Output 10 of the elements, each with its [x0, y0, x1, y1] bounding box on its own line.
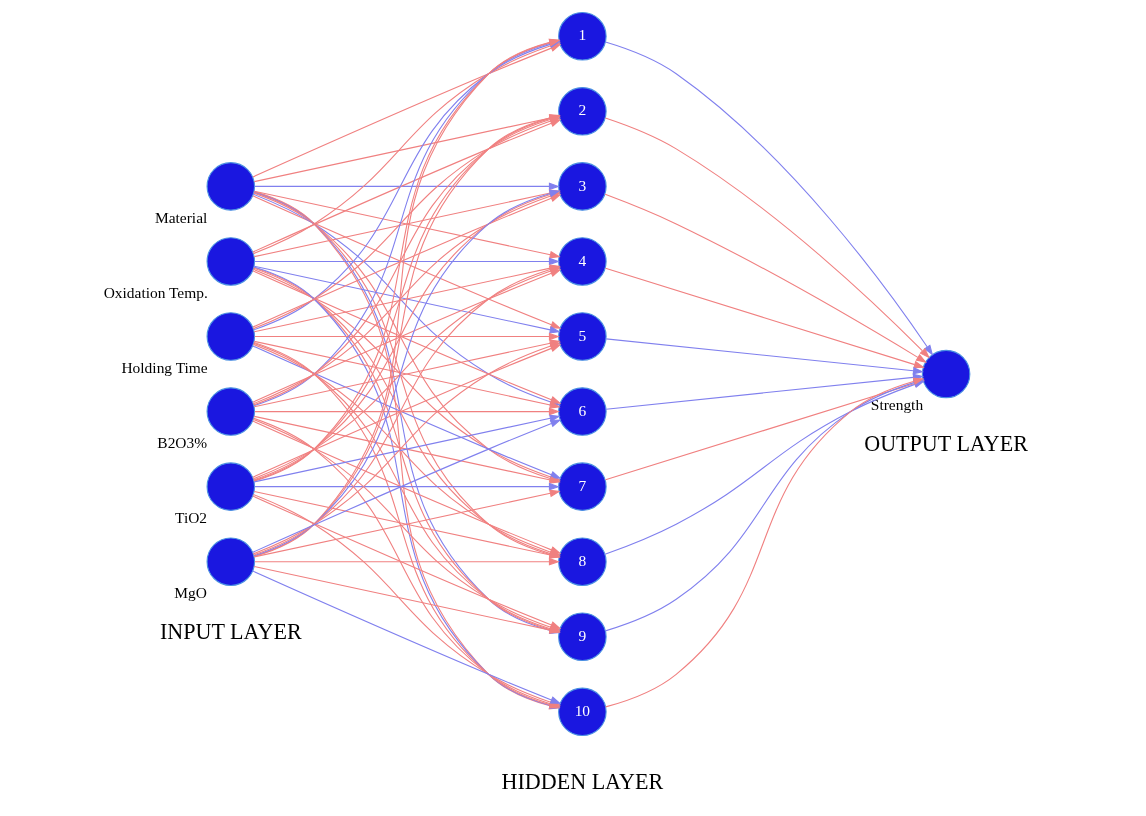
- label: OUTPUT LAYER: [864, 431, 1028, 457]
- node-label: MgO: [174, 583, 207, 601]
- label: INPUT LAYER: [160, 618, 302, 644]
- node-label: Material: [154, 208, 208, 226]
- node-label: Holding Time: [121, 358, 208, 376]
- node-label: B2O3%: [157, 433, 208, 451]
- node-label: Strength: [870, 396, 924, 414]
- node-label: Oxidation Temp.: [103, 283, 208, 301]
- node-label: TiO2: [175, 508, 208, 526]
- label: HIDDEN LAYER: [501, 769, 664, 795]
